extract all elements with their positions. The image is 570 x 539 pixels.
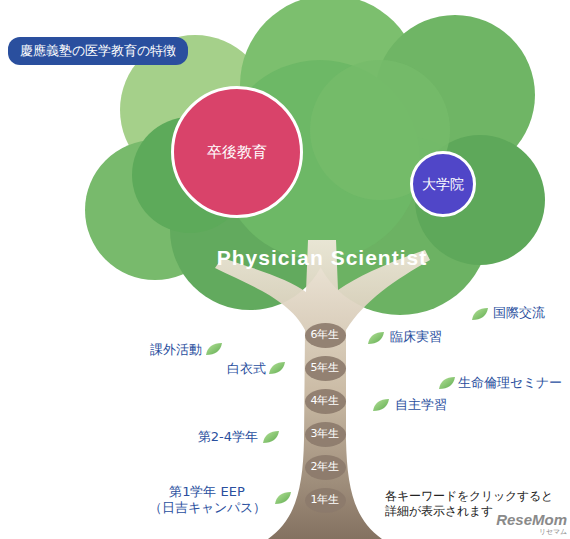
watermark: ReseMom: [496, 511, 567, 530]
year-circle: 1年生: [305, 488, 346, 513]
keyword-label: 第1学年 EEP （日吉キャンパス）: [137, 484, 277, 517]
year-circle: 3年生: [305, 422, 346, 447]
year-circle: 2年生: [305, 455, 346, 480]
leaf-icons: [206, 308, 488, 504]
keyword-label: 生命倫理セミナー: [458, 375, 562, 391]
keyword-label: 課外活動: [150, 342, 202, 358]
keyword-label: 第2-4学年: [198, 429, 258, 445]
node-label: 5年生: [311, 361, 340, 374]
node-label: 3年生: [311, 427, 340, 440]
tree-title: Physician Scientist: [217, 245, 427, 271]
node-label: 2年生: [311, 460, 340, 473]
keyword-label: 白衣式: [227, 361, 266, 377]
watermark: リセマム: [539, 528, 567, 537]
node-label: 1年生: [311, 493, 340, 506]
keyword-label: 国際交流: [493, 305, 545, 321]
node-label: 卒後教育: [207, 143, 267, 161]
node-label: 大学院: [422, 176, 464, 193]
topic-circle: 大学院: [410, 151, 476, 217]
topic-circle: 卒後教育: [171, 86, 303, 218]
year-circle: 5年生: [305, 356, 346, 381]
year-circle: 4年生: [305, 389, 346, 414]
keyword-label: 臨床実習: [390, 329, 442, 345]
node-label: 6年生: [311, 328, 340, 341]
node-label: 4年生: [311, 394, 340, 407]
year-circle: 6年生: [305, 323, 346, 348]
title-badge: 慶應義塾の医学教育の特徴: [8, 37, 188, 65]
keyword-label: 自主学習: [395, 397, 447, 413]
